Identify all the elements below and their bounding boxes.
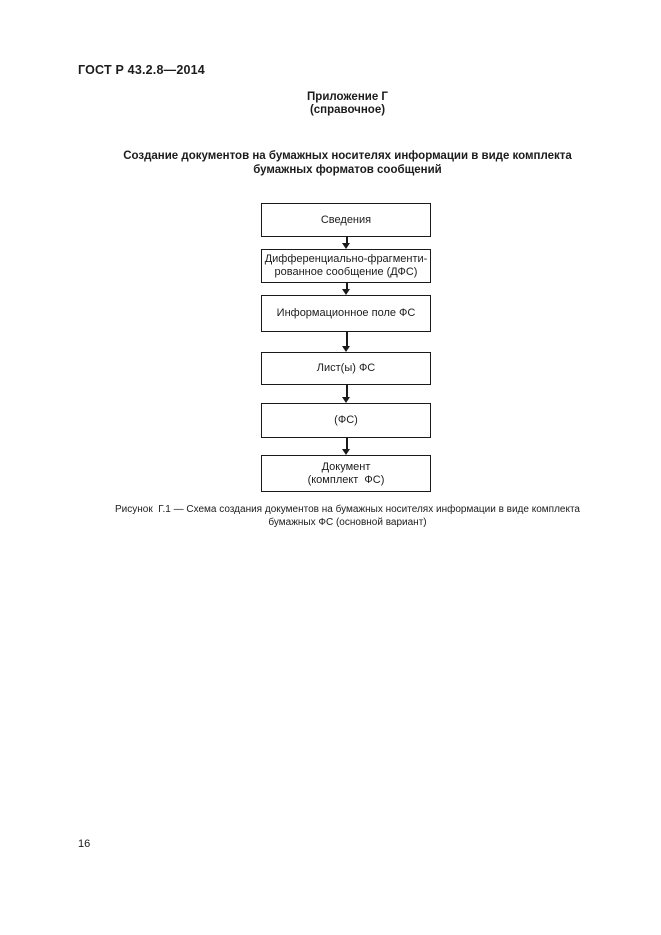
- arrow-head: [342, 243, 350, 249]
- flowchart-node-label: Лист(ы) ФС: [316, 362, 376, 374]
- arrow-down-icon: [341, 283, 352, 295]
- arrow-down-icon: [341, 438, 352, 455]
- flowchart-node-document: Документ (комплект ФС): [261, 455, 431, 492]
- flowchart-node-info-field: Информационное поле ФС: [261, 295, 431, 332]
- arrow-shaft: [345, 332, 348, 347]
- section-title: Создание документов на бумажных носителя…: [123, 150, 572, 176]
- arrow-head: [342, 449, 350, 455]
- flowchart-node-list-fs: Лист(ы) ФС: [261, 352, 431, 385]
- flowchart-node-fs: (ФС): [261, 403, 431, 438]
- flowchart-node-svedeniya: Сведения: [261, 203, 431, 237]
- document-header-code: ГОСТ Р 43.2.8—2014: [78, 63, 205, 77]
- page-number: 16: [78, 838, 91, 850]
- arrow-shaft: [345, 237, 348, 244]
- flowchart-node-label: (ФС): [334, 414, 358, 426]
- figure-caption: Рисунок Г.1 — Схема создания документов …: [115, 504, 580, 528]
- arrow-shaft: [345, 385, 348, 398]
- arrow-down-icon: [341, 237, 352, 249]
- arrow-shaft: [345, 283, 348, 290]
- appendix-heading: Приложение Г (справочное): [307, 91, 388, 116]
- flowchart-node-label: Информационное поле ФС: [276, 307, 416, 319]
- flowchart-node-label: Документ (комплект ФС): [307, 460, 385, 486]
- arrow-shaft: [345, 438, 348, 450]
- arrow-head: [342, 346, 350, 352]
- arrow-head: [342, 289, 350, 295]
- arrow-down-icon: [341, 332, 352, 352]
- flowchart-node-label: Дифференциально-фрагменти- рованное сооб…: [264, 253, 428, 278]
- flowchart: Сведения Дифференциально-фрагменти- рова…: [261, 203, 431, 492]
- flowchart-node-dfs: Дифференциально-фрагменти- рованное сооб…: [261, 249, 431, 283]
- arrow-down-icon: [341, 385, 352, 403]
- arrow-head: [342, 397, 350, 403]
- flowchart-node-label: Сведения: [320, 213, 372, 226]
